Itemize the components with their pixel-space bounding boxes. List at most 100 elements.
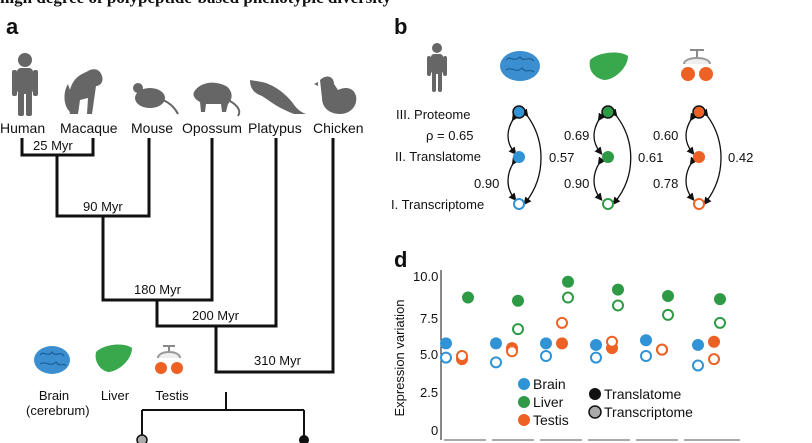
rho-prefix: ρ =	[426, 128, 449, 143]
point-liver-translatome-4	[612, 283, 624, 296]
divergence-label-25: 25 Myr	[33, 138, 73, 153]
liver-icon-b	[589, 52, 628, 80]
legend-transcriptome-marker	[588, 405, 602, 419]
point-testis-translatome-3	[556, 337, 568, 350]
liver-icon	[95, 344, 132, 372]
y-axis-label: Expression variation	[392, 299, 407, 416]
rho-value: 0.65	[448, 128, 474, 143]
point-liver-transcriptome-3	[562, 291, 574, 304]
legend-translatome: Translatome	[604, 386, 682, 402]
chicken-silhouette-icon	[314, 76, 357, 114]
rho-testis-pro-tsc: 0.42	[728, 150, 754, 165]
divergence-label-180: 180 Myr	[134, 282, 181, 297]
point-brain-translatome-6	[692, 338, 704, 351]
organ-label-testis: Testis	[155, 388, 189, 403]
point-brain-translatome-2	[490, 337, 502, 350]
rho-testis-tra-tsc: 0.78	[653, 176, 679, 191]
brain-transcriptome-node	[513, 198, 525, 210]
point-testis-transcriptome-3	[556, 316, 568, 329]
rho-brain-pro-tra: ρ = 0.65	[426, 128, 474, 143]
point-testis-transcriptome-5	[656, 343, 668, 356]
rho-brain-pro-tsc: 0.57	[549, 150, 575, 165]
brain-translatome-node	[513, 151, 525, 163]
legend-liver: Liver	[533, 394, 564, 410]
species-label-human: Human	[0, 120, 46, 136]
legend-testis: Testis	[533, 412, 569, 428]
mouse-silhouette-icon	[133, 83, 179, 115]
species-label-opossum: Opossum	[182, 120, 242, 136]
macaque-silhouette-icon	[64, 69, 103, 114]
point-testis-translatome-6	[708, 335, 720, 348]
point-brain-transcriptome-6	[692, 359, 704, 372]
human-icon-b	[427, 43, 447, 92]
layer-label-proteome: III. Proteome	[396, 107, 471, 122]
divergence-label-90: 90 Myr	[83, 199, 123, 214]
y-tick-0: 0	[431, 423, 439, 438]
transcriptome-marker	[136, 434, 148, 443]
organ-label-brain: Brain (cerebrum)	[26, 388, 90, 418]
point-brain-transcriptome-5	[640, 350, 652, 362]
title-fragment: high degree of polypeptide-based phenoty…	[0, 0, 391, 8]
testis-icon	[155, 345, 183, 374]
brain-icon-b	[500, 51, 540, 81]
divergence-label-310: 310 Myr	[254, 353, 301, 368]
brain-sublabel: (cerebrum)	[26, 403, 90, 418]
testis-proteome-node	[692, 105, 706, 119]
legend-liver-marker	[518, 396, 530, 408]
liver-translatome-node	[602, 151, 614, 163]
panel-a-label: a	[6, 14, 19, 39]
liver-transcriptome-node	[602, 198, 614, 210]
legend-brain-marker	[518, 378, 530, 390]
point-brain-translatome-5	[640, 334, 652, 347]
legend-translatome-marker	[589, 388, 601, 400]
point-testis-transcriptome-2	[506, 345, 518, 358]
point-liver-translatome-3	[562, 275, 574, 288]
divergence-label-200: 200 Myr	[192, 308, 239, 323]
point-testis-transcriptome-6	[708, 353, 720, 366]
point-liver-translatome-6	[714, 293, 726, 306]
liver-proteome-node	[601, 105, 615, 119]
point-brain-translatome-1	[440, 337, 452, 350]
legend-brain: Brain	[533, 376, 566, 392]
point-liver-translatome-1	[462, 291, 474, 304]
translatome-marker	[299, 435, 309, 443]
rho-liver-tra-tsc: 0.90	[564, 176, 590, 191]
point-brain-translatome-4	[590, 338, 602, 351]
legend-testis-marker	[518, 414, 530, 426]
rho-brain-tra-tsc: 0.90	[474, 176, 500, 191]
point-brain-transcriptome-1	[440, 351, 452, 364]
point-testis-transcriptome-4	[606, 335, 618, 348]
y-tick-2-5: 2.5	[420, 385, 439, 400]
layer-label-translatome: II. Translatome	[395, 149, 481, 164]
species-label-chicken: Chicken	[313, 120, 364, 136]
rho-testis-pro-tra: 0.60	[653, 128, 679, 143]
brain-proteome-node	[512, 105, 526, 119]
testis-transcriptome-node	[693, 198, 705, 210]
platypus-silhouette-icon	[250, 80, 306, 114]
species-label-mouse: Mouse	[131, 120, 174, 136]
testis-translatome-node	[693, 151, 705, 163]
point-brain-transcriptome-4	[590, 351, 602, 364]
point-brain-transcriptome-3	[540, 350, 552, 362]
brain-label: Brain	[38, 388, 70, 403]
point-liver-transcriptome-4	[612, 299, 624, 312]
panel-b-label: b	[394, 14, 408, 39]
point-liver-translatome-5	[662, 289, 674, 302]
rho-liver-pro-tra: 0.69	[564, 128, 590, 143]
point-liver-transcriptome-2	[512, 323, 524, 336]
legend-transcriptome: Transcriptome	[604, 404, 693, 420]
y-tick-7-5: 7.5	[420, 311, 439, 326]
species-label-macaque: Macaque	[60, 120, 118, 136]
organ-label-liver: Liver	[100, 388, 130, 403]
y-tick-10: 10.0	[413, 269, 439, 284]
rho-liver-pro-tsc: 0.61	[638, 150, 664, 165]
layer-label-transcriptome: I. Transcriptome	[391, 197, 485, 212]
point-liver-translatome-2	[512, 294, 524, 307]
y-tick-5: 5.0	[420, 347, 439, 362]
